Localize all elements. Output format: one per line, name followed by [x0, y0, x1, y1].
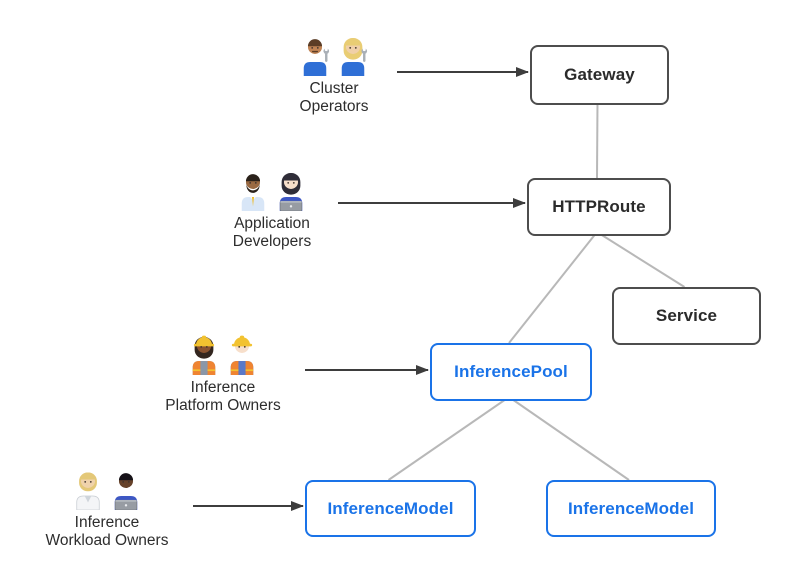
persona-inference-workload-owners: Inference Workload Owners	[27, 465, 187, 550]
node-gateway-label: Gateway	[564, 65, 635, 84]
man-office-worker-icon	[241, 174, 265, 211]
cluster-operators-emoji-pair	[298, 31, 370, 76]
persona-application-developers: Application Developers	[192, 166, 352, 251]
edge-httproute-to-inferencepool	[508, 231, 598, 344]
node-service: Service	[612, 287, 761, 345]
persona-application-developers-label: Application Developers	[232, 215, 312, 250]
edge-httproute-to-service	[596, 231, 686, 288]
inference-platform-owners-emoji-pair	[187, 330, 259, 375]
node-inferencemodel-left: InferenceModel	[305, 480, 476, 537]
node-httproute-label: HTTPRoute	[552, 197, 646, 216]
man-construction-worker-icon	[230, 335, 254, 375]
persona-inference-platform-owners: Inference Platform Owners	[143, 330, 303, 415]
inference-workload-owners-emoji-pair	[71, 465, 143, 510]
node-gateway: Gateway	[530, 45, 669, 105]
edge-gateway-to-httproute	[596, 100, 599, 179]
edge-inferencepool-to-inferencemodel-right	[508, 396, 630, 481]
persona-inference-platform-owners-label: Inference Platform Owners	[165, 379, 281, 414]
node-inferencepool-label: InferencePool	[454, 362, 568, 381]
woman-construction-worker-icon	[192, 335, 216, 375]
man-mechanic-icon	[303, 39, 330, 76]
man-technologist-dark-icon	[114, 473, 138, 510]
persona-inference-workload-owners-label: Inference Workload Owners	[45, 514, 169, 549]
edge-inferencepool-to-inferencemodel-left	[387, 396, 510, 481]
application-developers-emoji-pair	[236, 166, 308, 211]
node-inferencemodel-right-label: InferenceModel	[567, 498, 695, 518]
node-inferencepool: InferencePool	[430, 343, 592, 401]
node-service-label: Service	[655, 306, 718, 325]
woman-mechanic-icon	[341, 38, 368, 76]
person-health-worker-icon	[76, 472, 100, 510]
node-inferencemodel-right: InferenceModel	[546, 480, 716, 537]
node-httproute: HTTPRoute	[527, 178, 671, 236]
persona-cluster-operators-label: Cluster Operators	[299, 80, 369, 115]
woman-technologist-icon	[279, 173, 303, 211]
persona-cluster-operators: Cluster Operators	[254, 31, 414, 116]
node-inferencemodel-left-label: InferenceModel	[327, 498, 454, 518]
